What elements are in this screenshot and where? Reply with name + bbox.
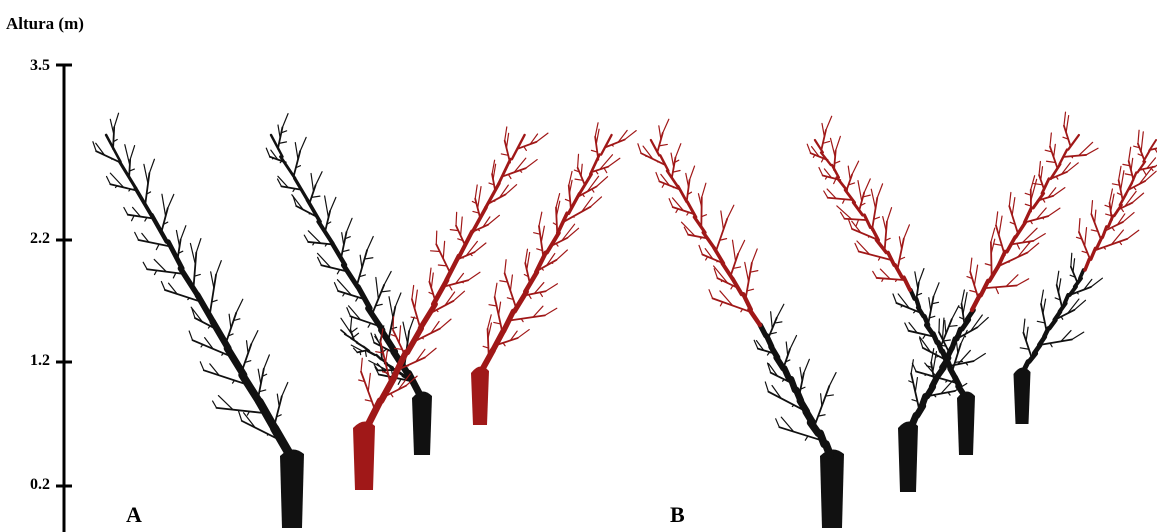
tree-b3 bbox=[898, 112, 1098, 492]
tree-a2 bbox=[266, 114, 432, 455]
tree-a1 bbox=[93, 113, 304, 528]
tree-b2 bbox=[807, 116, 975, 455]
y-axis bbox=[56, 64, 72, 532]
tree-b4 bbox=[1014, 130, 1157, 424]
tree-b1 bbox=[638, 119, 844, 528]
tree-a4 bbox=[471, 123, 636, 425]
